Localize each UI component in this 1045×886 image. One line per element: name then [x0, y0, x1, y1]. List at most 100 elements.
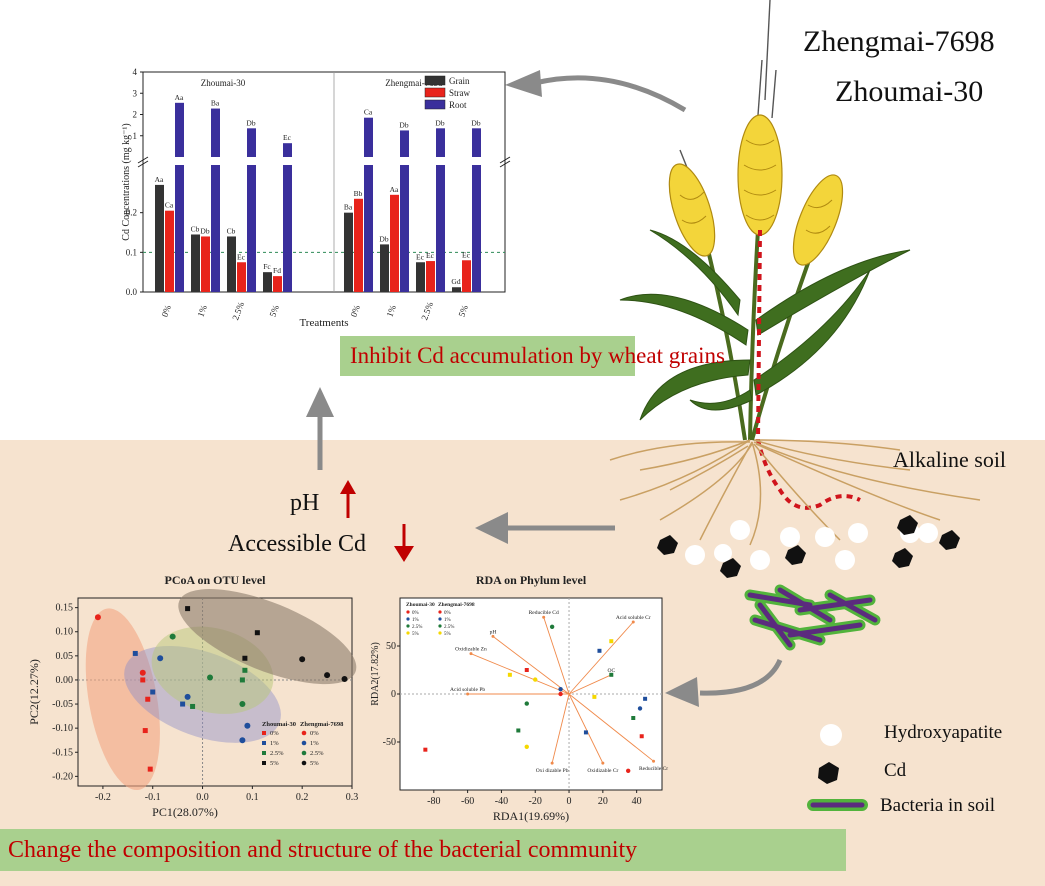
data-point-square	[524, 668, 529, 672]
y-tick-label: 2	[133, 110, 138, 120]
legend-swatch	[262, 761, 266, 765]
bar	[175, 102, 184, 157]
bar	[283, 165, 292, 292]
bar	[227, 236, 236, 292]
env-vector-label: Oxidizable Zn	[455, 647, 487, 653]
bar-label: Gd	[451, 277, 460, 286]
env-vector-label: pH	[490, 629, 497, 635]
legend-label: 5%	[270, 760, 279, 767]
y-axis-label: PC2(12.27%)	[27, 659, 41, 725]
legend-swatch	[406, 631, 410, 635]
data-point-circle	[625, 768, 631, 773]
data-point-square	[132, 650, 138, 656]
env-vector-head	[601, 761, 605, 765]
bar	[247, 165, 256, 292]
data-point-circle	[341, 675, 348, 682]
legend-bacteria-label: Bacteria in soil	[880, 795, 996, 816]
legend-bacteria-icon	[807, 799, 868, 811]
legend-swatch	[301, 760, 307, 766]
panel-title: Zhengmai-7698	[385, 78, 443, 88]
y-tick-label: 0	[391, 689, 396, 700]
data-point-square	[242, 655, 248, 661]
env-vector-label: Reducible Cr	[639, 766, 668, 772]
data-point-circle	[524, 701, 529, 706]
bar	[400, 130, 409, 157]
y-tick-label: 0.05	[56, 651, 74, 662]
chart-title: PCoA on OTU level	[165, 573, 267, 587]
data-point-square	[583, 730, 588, 735]
bar	[211, 165, 220, 292]
ph-label: pH	[290, 490, 320, 516]
bar	[380, 244, 389, 292]
env-vector-head	[550, 761, 554, 765]
bar	[436, 165, 445, 292]
data-point-square	[242, 667, 248, 673]
x-tick-label: -0.2	[95, 792, 111, 803]
y-tick-label: 1	[133, 131, 138, 141]
legend-swatch	[262, 751, 266, 755]
bacterial-community-banner: Change the composition and structure of …	[0, 829, 846, 871]
legend-label: 5%	[310, 760, 319, 767]
bar	[201, 236, 210, 292]
y-tick-label: 4	[133, 67, 138, 77]
legend-swatch	[424, 99, 446, 110]
bar	[436, 128, 445, 157]
accessible-cd-label: Accessible Cd	[228, 531, 366, 557]
data-point-square	[516, 728, 521, 733]
data-point-circle	[324, 672, 331, 679]
y-tick-label: 0.15	[56, 603, 74, 614]
x-tick-label: 40	[632, 796, 642, 807]
bar	[416, 262, 425, 292]
data-point-circle	[558, 691, 563, 697]
bar	[472, 165, 481, 292]
legend-label: 0%	[412, 611, 419, 616]
x-axis-label: RDA1(19.69%)	[493, 809, 569, 823]
bar-label: Ba	[211, 99, 220, 108]
env-vector-label: Acid soluble Cr	[616, 615, 651, 621]
data-point-circle	[549, 624, 555, 629]
data-point-square	[639, 734, 644, 739]
axis-break-mark	[137, 156, 149, 164]
env-vector-label: Reducible Cd	[529, 610, 559, 616]
data-point-square	[507, 672, 512, 677]
cultivar-zhengmai-label: Zhengmai-7698	[803, 25, 995, 58]
x-tick-label: 0.2	[296, 792, 309, 803]
data-point-circle	[207, 674, 214, 681]
cultivar-zhoumai-label: Zhoumai-30	[835, 75, 984, 108]
data-point-circle	[239, 737, 246, 744]
data-point-square	[609, 672, 614, 677]
bar-label: Db	[435, 118, 444, 127]
env-vector-label: Oxi dizable Pb	[536, 768, 569, 774]
env-vector-head	[469, 652, 473, 656]
bar	[364, 117, 373, 157]
x-tick-label: 0	[567, 796, 572, 807]
bar-label: Aa	[390, 185, 399, 194]
legend-label: 0%	[310, 730, 319, 737]
bar-label: Bb	[354, 189, 363, 198]
bar	[237, 262, 246, 292]
bar	[283, 143, 292, 157]
bar-label: Cb	[191, 224, 200, 233]
env-vector	[492, 636, 570, 695]
data-point-square	[145, 696, 151, 702]
x-tick-label: 20	[598, 796, 608, 807]
env-vector	[551, 693, 570, 764]
legend-hydroxyapatite-label: Hydroxyapatite	[884, 722, 1003, 743]
bar-label: Ec	[426, 251, 435, 260]
bar-label: Aa	[155, 175, 164, 184]
y-tick-label: 50	[386, 641, 396, 652]
legend-label: 0%	[270, 730, 279, 737]
legend-swatch	[262, 741, 266, 745]
x-tick-label: 5%	[267, 303, 281, 318]
x-tick-label: 0.0	[196, 792, 209, 803]
bar-label: Db	[246, 118, 255, 127]
arrow-soil-to-effects	[475, 512, 615, 544]
data-point-square	[643, 696, 648, 701]
legend-label: 2.5%	[444, 625, 454, 630]
alkaline-soil-label: Alkaline soil	[893, 447, 1007, 472]
bar	[472, 128, 481, 157]
data-point-square	[609, 639, 614, 644]
data-point-circle	[184, 693, 191, 700]
env-vector-head	[542, 615, 546, 619]
